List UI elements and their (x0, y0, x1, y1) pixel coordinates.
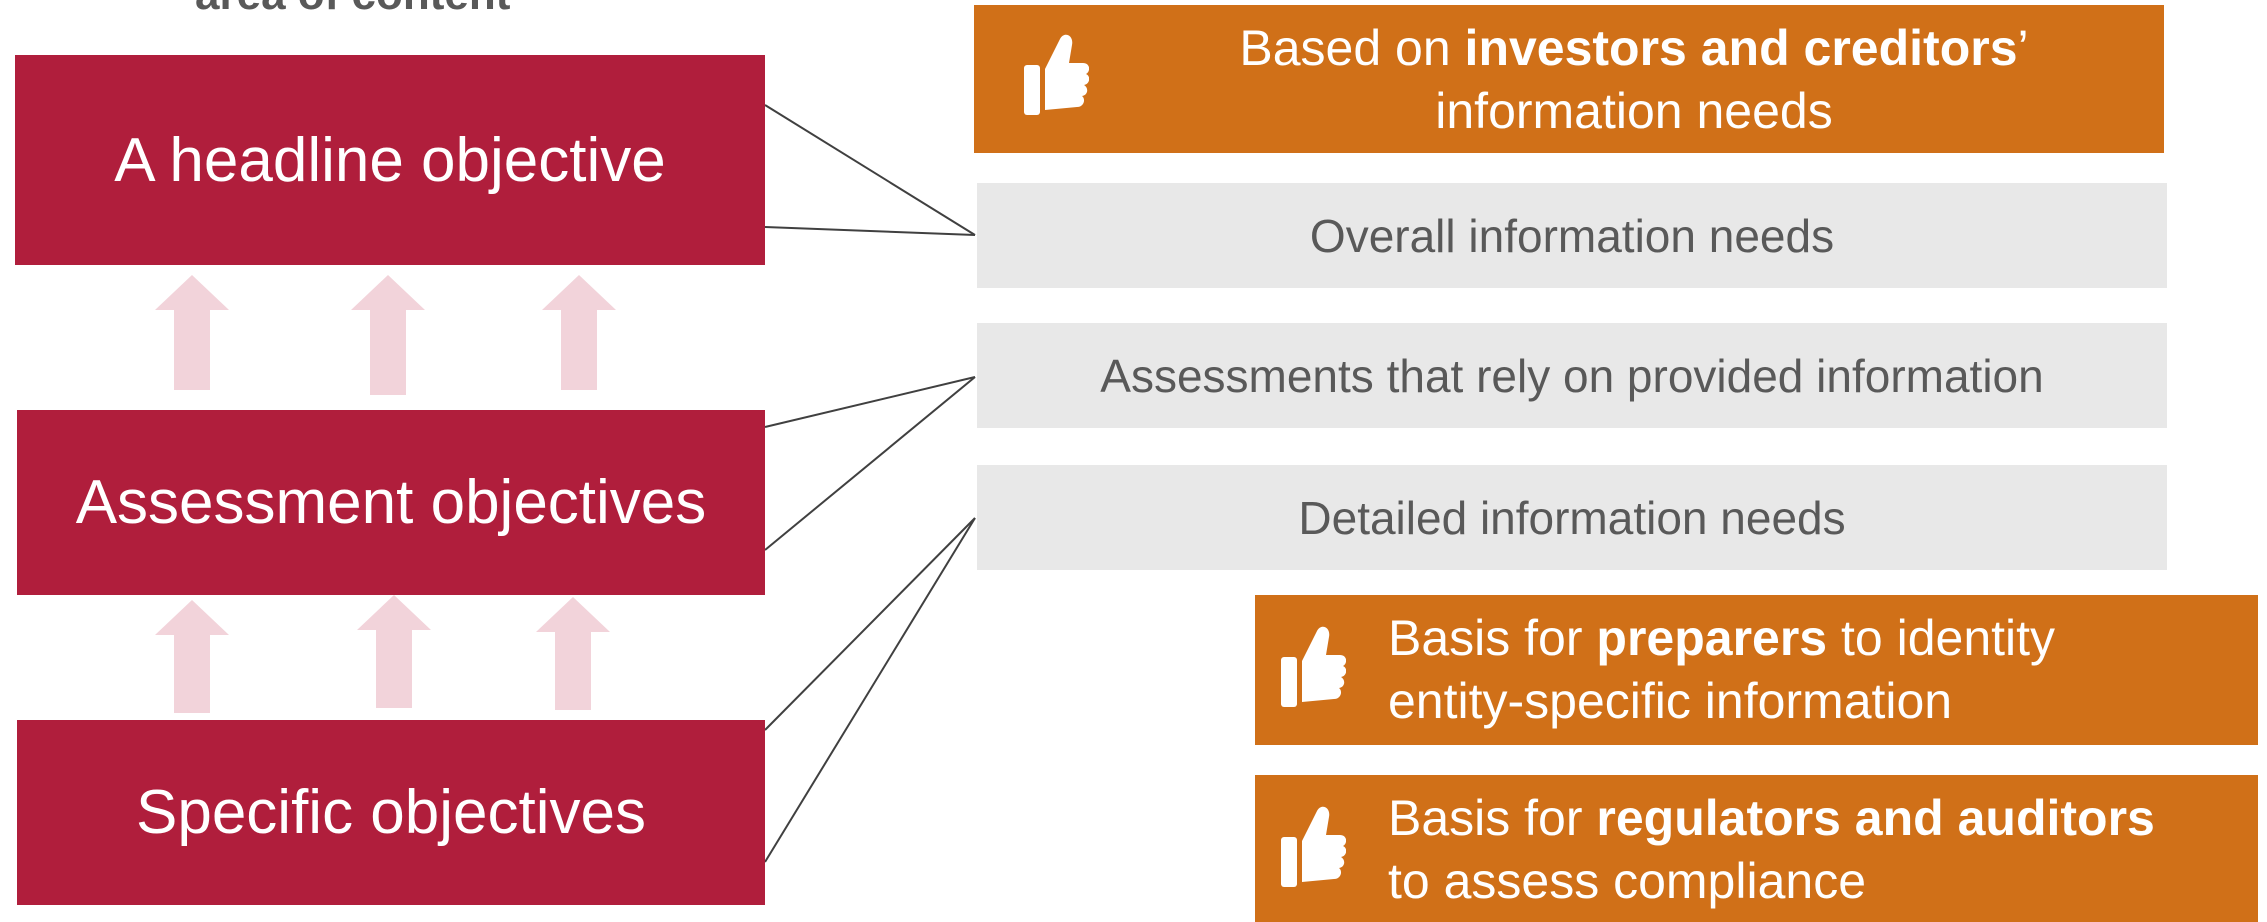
up-arrow-icon (536, 597, 610, 710)
preparers-suffix: to identity (1827, 610, 2056, 666)
investors-creditors-box: Based on investors and creditors’ inform… (974, 5, 2164, 153)
thumbs-up-icon (1281, 626, 1346, 707)
overall-information-needs-box: Overall information needs (977, 183, 2167, 288)
connector-line (764, 376, 976, 428)
detailed-information-needs-box: Detailed information needs (977, 465, 2167, 570)
up-arrow-icon (357, 595, 431, 708)
connector-line (764, 376, 976, 551)
assessments-box: Assessments that rely on provided inform… (977, 323, 2167, 428)
up-arrow-icon (155, 600, 229, 713)
top-orange-suffix: ’ (2017, 20, 2029, 76)
top-orange-line2: information needs (1435, 83, 1833, 139)
regulators-auditors-box: Basis for regulators and auditors to ass… (1255, 775, 2258, 922)
thumbs-up-icon (1281, 806, 1346, 887)
section-caption: area of content (195, 0, 595, 20)
connector-line (764, 517, 976, 863)
up-arrow-icon (351, 275, 425, 395)
thumbs-up-icon (1024, 34, 1089, 115)
connector-line (764, 226, 976, 236)
preparers-box: Basis for preparers to identity entity-s… (1255, 595, 2258, 745)
regulators-line2: to assess compliance (1388, 853, 1867, 909)
top-orange-prefix: Based on (1239, 20, 1465, 76)
assessment-objectives-box: Assessment objectives (17, 410, 765, 595)
specific-objectives-box: Specific objectives (17, 720, 765, 905)
connector-line (764, 104, 976, 236)
preparers-line2: entity-specific information (1388, 673, 1953, 729)
headline-objective-box: A headline objective (15, 55, 765, 265)
top-orange-bold: investors and creditors (1464, 20, 2018, 76)
connector-line (764, 517, 976, 731)
up-arrow-icon (542, 275, 616, 390)
regulators-prefix: Basis for (1388, 790, 1597, 846)
preparers-prefix: Basis for (1388, 610, 1597, 666)
preparers-bold: preparers (1596, 610, 1828, 666)
regulators-bold: regulators and auditors (1596, 790, 2155, 846)
up-arrow-icon (155, 275, 229, 390)
